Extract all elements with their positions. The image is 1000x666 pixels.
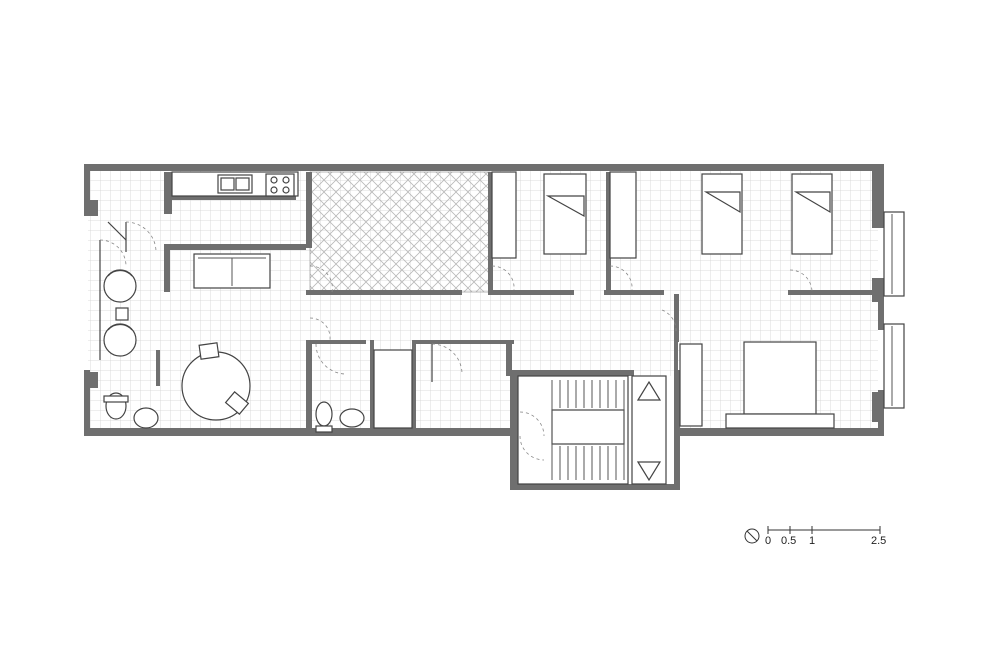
washbasin (339, 408, 365, 428)
scale-label-0-5: 0.5 (781, 535, 796, 547)
bed (543, 173, 587, 255)
scale-label-2-5: 2.5 (871, 535, 886, 547)
elevator (631, 375, 667, 485)
staircase (517, 375, 629, 485)
kitchen-sink (217, 174, 253, 194)
master-bedroom (661, 309, 835, 429)
double-bed (743, 341, 817, 415)
bathroom-center (315, 343, 463, 433)
armchair (103, 269, 137, 303)
scale-label-0: 0 (765, 535, 771, 547)
cooktop (265, 173, 295, 197)
shower (373, 349, 413, 429)
toilet (315, 401, 333, 427)
washbasin (133, 407, 159, 429)
north-arrow-icon (744, 528, 760, 544)
interior-walls (156, 172, 878, 432)
scale-label-1: 1 (809, 535, 815, 547)
patio-hatched-area (309, 171, 491, 293)
balcony-railings (883, 211, 905, 409)
door-swings (99, 239, 813, 341)
kitchen (171, 171, 299, 197)
exterior-walls (84, 164, 884, 436)
living-room (99, 221, 271, 421)
bed (701, 173, 743, 255)
scale-bar: 0 0.5 1 2.5 (744, 526, 886, 547)
bathroom-left (103, 392, 159, 429)
bedroom-2 (609, 171, 833, 259)
armchair (103, 323, 137, 357)
bed (791, 173, 833, 255)
bedroom-1 (491, 171, 587, 259)
